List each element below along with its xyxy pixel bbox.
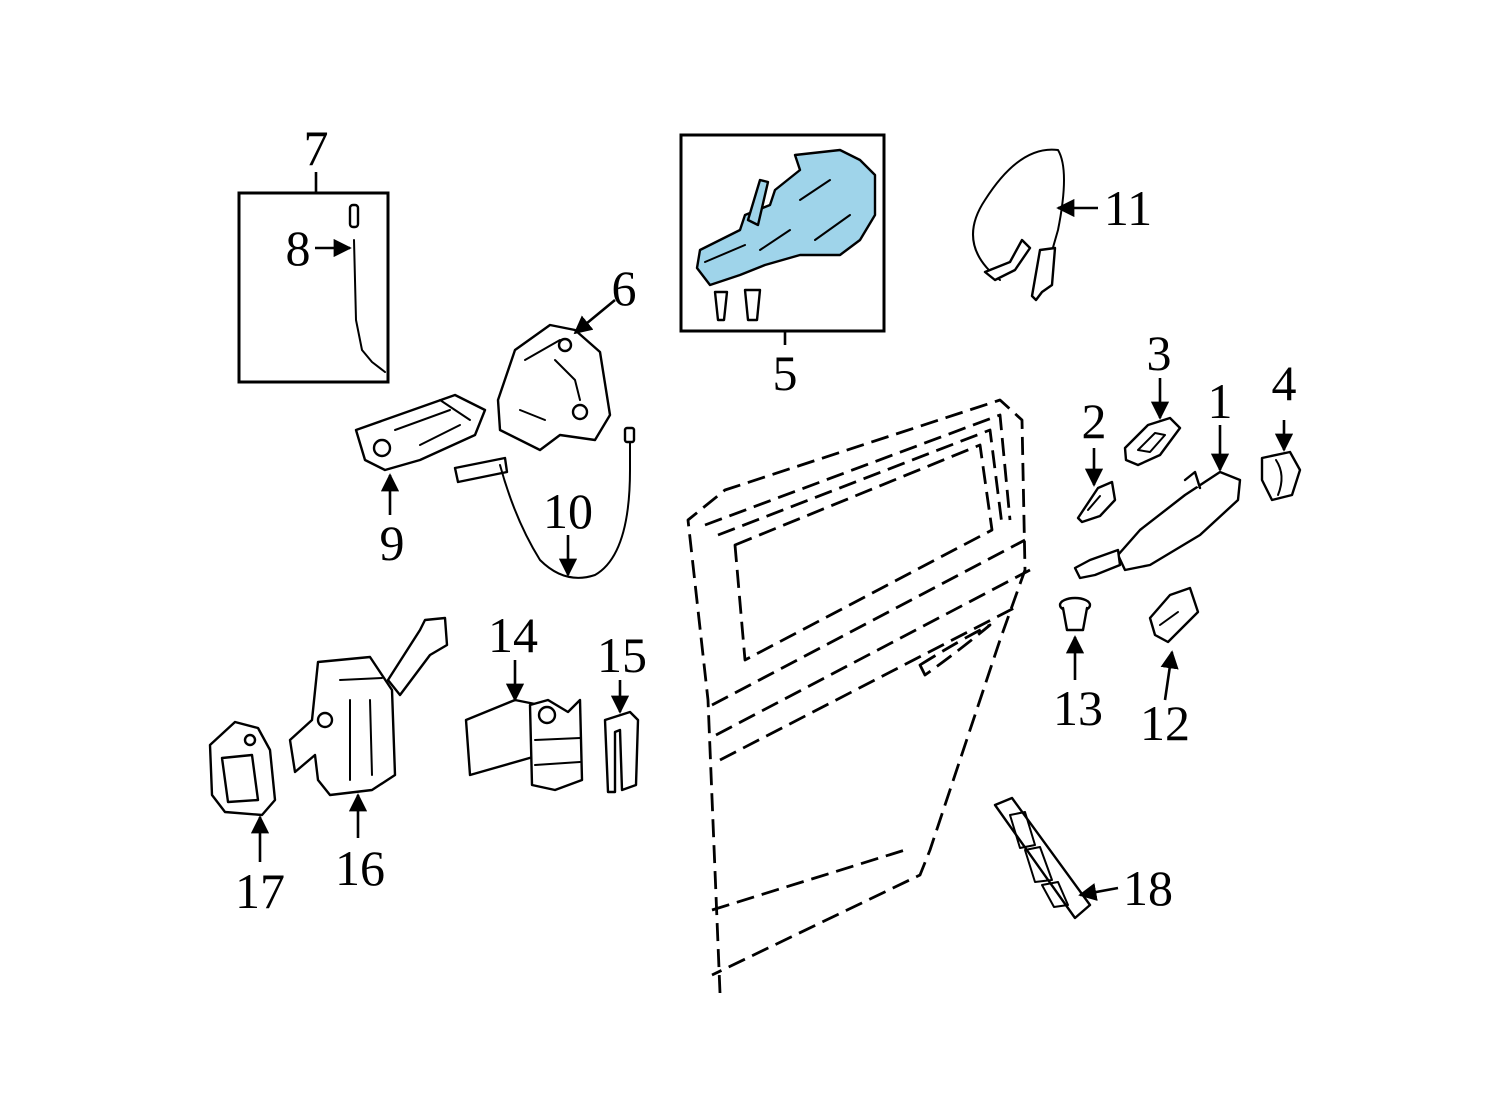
seal-channel-18 — [993, 796, 1092, 920]
callout-8: 8 — [286, 220, 311, 276]
callout-5: 5 — [773, 345, 798, 401]
outside-handle-1 — [1073, 470, 1242, 580]
callout-15: 15 — [597, 627, 647, 683]
callout-12-arrow — [1160, 650, 1179, 701]
callout-4: 4 — [1272, 355, 1297, 411]
callout-10: 10 — [543, 483, 593, 539]
callout-17: 17 — [235, 863, 285, 919]
grommet-13 — [1058, 596, 1092, 632]
callout-2: 2 — [1082, 393, 1107, 449]
callout-1: 1 — [1208, 373, 1233, 429]
callout-18-arrow — [1078, 883, 1119, 901]
callout-16: 16 — [335, 840, 385, 896]
callout-11: 11 — [1104, 180, 1152, 236]
actuator-cable-11 — [972, 148, 1065, 302]
lock-module-5-highlighted — [695, 148, 877, 322]
callout-18: 18 — [1123, 860, 1173, 916]
lock-rod-8 — [348, 203, 386, 373]
callout-7: 7 — [304, 120, 329, 176]
callout-6: 6 — [612, 260, 637, 316]
door-latch-6 — [496, 323, 612, 452]
door-shell-outline — [686, 398, 1031, 994]
callout-3: 3 — [1147, 325, 1172, 381]
callout-12: 12 — [1140, 695, 1190, 751]
kit-5-box — [679, 133, 886, 333]
handle-gasket-3 — [1123, 416, 1182, 467]
handle-bracket-12 — [1148, 586, 1200, 644]
striker-bracket-17 — [208, 720, 277, 817]
callout-13: 13 — [1053, 680, 1103, 736]
door-check-16 — [288, 616, 449, 797]
door-hinge-14 — [464, 698, 584, 792]
release-cable-10 — [453, 426, 636, 579]
callout-6-arrow — [573, 298, 616, 335]
handle-bezel-2 — [1076, 480, 1117, 524]
callout-9: 9 — [380, 515, 405, 571]
hinge-shim-15 — [603, 710, 640, 794]
handle-cap-4 — [1260, 450, 1302, 502]
inside-handle-9 — [354, 393, 487, 472]
kit-7-box — [237, 191, 390, 384]
callout-14: 14 — [488, 607, 538, 663]
